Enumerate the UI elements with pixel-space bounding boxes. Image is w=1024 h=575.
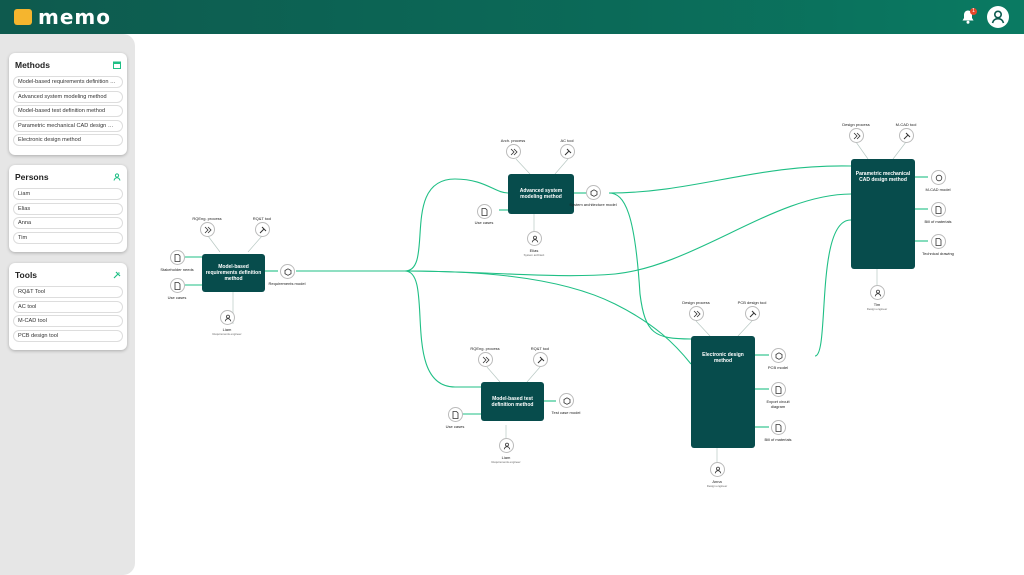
method-node-requirements[interactable]: Model-based requirements definition meth… — [202, 254, 265, 292]
document-icon[interactable] — [771, 420, 786, 435]
tool-item[interactable]: PCB design tool — [13, 329, 123, 342]
document-icon[interactable] — [170, 250, 185, 265]
tools-panel: Tools RQ&T Tool AC tool M-CAD tool PCB d… — [9, 263, 127, 350]
document-icon[interactable] — [931, 202, 946, 217]
output-label: M-CAD model — [925, 187, 951, 192]
top-bar: memo 1 — [0, 0, 1024, 34]
tools-title: Tools — [15, 270, 38, 280]
tools-icon — [113, 271, 121, 279]
diagram-canvas[interactable]: Model-based requirements definition meth… — [135, 34, 1024, 575]
person-label: Anna — [712, 479, 722, 484]
person-item[interactable]: Elias — [13, 202, 123, 215]
method-item[interactable]: Model-based requirements definition meth… — [13, 76, 123, 88]
sidebar: Methods Model-based requirements definit… — [0, 34, 135, 575]
method-node-electronic[interactable]: Electronic design method — [691, 336, 755, 448]
process-icon[interactable] — [689, 306, 704, 321]
document-icon[interactable] — [448, 407, 463, 422]
role-label: Requirements engineer — [491, 460, 521, 464]
process-label: RQEng. process — [192, 216, 222, 221]
tool-icon[interactable] — [560, 144, 575, 159]
notification-badge: 1 — [970, 8, 977, 15]
output-label: Bill of materials — [764, 437, 792, 442]
output-label: Technical drawing — [922, 251, 954, 256]
process-icon[interactable] — [849, 128, 864, 143]
person-icon[interactable] — [870, 285, 885, 300]
process-label: RQEng. process — [470, 346, 500, 351]
method-item[interactable]: Parametric mechanical CAD design method — [13, 119, 123, 132]
process-label: Arch. process — [500, 138, 526, 143]
process-icon[interactable] — [506, 144, 521, 159]
method-item[interactable]: Advanced system modeling method — [13, 90, 123, 103]
methods-title: Methods — [15, 60, 50, 70]
person-icon[interactable] — [220, 310, 235, 325]
method-item[interactable]: Model-based test definition method — [13, 105, 123, 117]
tool-item[interactable]: M-CAD tool — [13, 315, 123, 327]
person-icon[interactable] — [527, 231, 542, 246]
input-label: Stakeholder needs — [160, 267, 194, 272]
process-icon[interactable] — [478, 352, 493, 367]
role-label: Design engineer — [706, 484, 728, 488]
method-node-mcad[interactable]: Parametric mechanical CAD design method — [851, 159, 915, 269]
person-label: Liam — [222, 327, 232, 332]
person-label: Elias — [529, 248, 539, 253]
connector-lines — [185, 141, 928, 469]
person-item[interactable]: Anna — [13, 217, 123, 229]
tool-item[interactable]: AC tool — [13, 300, 123, 313]
method-item[interactable]: Electronic design method — [13, 134, 123, 146]
person-item[interactable]: Tim — [13, 231, 123, 244]
document-icon[interactable] — [771, 382, 786, 397]
input-label: Use cases — [474, 220, 494, 225]
document-icon[interactable] — [477, 204, 492, 219]
output-label: Test case model — [551, 410, 581, 415]
person-icon[interactable] — [499, 438, 514, 453]
tool-label: RQ&T tool — [530, 346, 550, 351]
input-label: Use cases — [167, 295, 187, 300]
model-cube-icon[interactable] — [559, 393, 574, 408]
model-cube-icon[interactable] — [771, 348, 786, 363]
document-icon[interactable] — [931, 234, 946, 249]
app-logo-text: memo — [38, 5, 111, 29]
method-node-system-modeling[interactable]: Advanced system modeling method — [508, 174, 574, 214]
person-item[interactable]: Liam — [13, 188, 123, 200]
role-label: Requirements engineer — [212, 332, 242, 336]
tool-icon[interactable] — [899, 128, 914, 143]
person-label: Liam — [501, 455, 511, 460]
tool-label: PCB design tool — [737, 300, 767, 305]
model-cube-icon[interactable] — [280, 264, 295, 279]
persons-panel: Persons Liam Elias Anna Tim — [9, 165, 127, 252]
method-node-test-definition[interactable]: Model-based test definition method — [481, 382, 544, 421]
logo-icon — [14, 9, 32, 25]
persons-title: Persons — [15, 172, 49, 182]
tool-icon[interactable] — [745, 306, 760, 321]
user-avatar-button[interactable] — [987, 6, 1009, 28]
input-label: Use cases — [445, 424, 465, 429]
tool-icon[interactable] — [533, 352, 548, 367]
process-label: Design process — [842, 122, 870, 127]
person-label: Tim — [873, 302, 881, 307]
output-label: PCB model — [767, 365, 789, 370]
process-label: Design process — [682, 300, 710, 305]
tool-label: RQ&T tool — [252, 216, 272, 221]
document-icon[interactable] — [170, 278, 185, 293]
model-cube-icon[interactable] — [931, 170, 946, 185]
output-label: Bill of materials — [924, 219, 952, 224]
output-label: Requirements model — [268, 281, 306, 286]
role-label: System architect — [523, 253, 545, 257]
output-label: Export circuit diagram — [766, 399, 790, 409]
tool-label: M-CAD tool — [895, 122, 917, 127]
tool-label: AC tool — [560, 138, 574, 143]
methods-panel: Methods Model-based requirements definit… — [9, 53, 127, 155]
process-icon[interactable] — [200, 222, 215, 237]
calendar-icon — [113, 61, 121, 69]
person-icon[interactable] — [710, 462, 725, 477]
person-icon — [113, 173, 121, 181]
role-label: Design engineer — [866, 307, 888, 311]
user-icon — [991, 10, 1005, 24]
tool-item[interactable]: RQ&T Tool — [13, 286, 123, 298]
output-label: System architecture model — [569, 202, 617, 207]
model-cube-icon[interactable] — [586, 185, 601, 200]
tool-icon[interactable] — [255, 222, 270, 237]
